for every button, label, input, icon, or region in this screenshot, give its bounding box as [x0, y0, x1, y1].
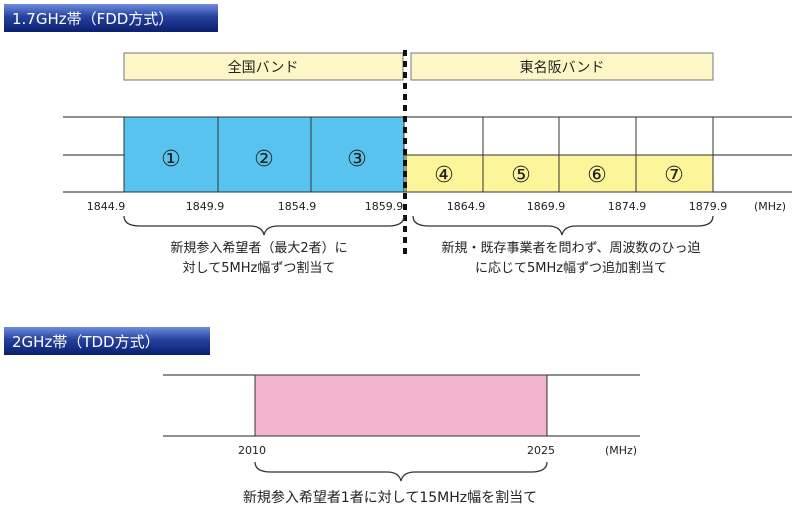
block-number-3: ③	[347, 147, 367, 172]
tdd-block	[254, 374, 548, 437]
block-7	[635, 154, 714, 193]
note-national-line-2: 対して5MHz幅ずつ割当て	[183, 260, 336, 276]
fdd-section-header: 1.7GHz帯（FDD方式）	[4, 4, 218, 32]
tdd-section-header: 2GHz帯（TDD方式）	[4, 327, 210, 355]
block-6	[558, 154, 637, 193]
block-number-4: ④	[434, 163, 454, 188]
freq-label: 1854.9	[278, 200, 317, 213]
fdd-yellow-blocks	[405, 154, 714, 193]
band-national-label-box: 全国バンド	[123, 52, 404, 81]
fdd-unit-label: (MHz)	[754, 200, 786, 213]
band-national-label: 全国バンド	[228, 59, 299, 76]
fdd-notes: 新規参入希望者（最大2者）に 対して5MHz幅ずつ割当て 新規・既存事業者を問わ…	[170, 240, 700, 276]
freq-label: 1864.9	[447, 200, 486, 213]
freq-label: 2025	[527, 444, 555, 457]
block-number-2: ②	[254, 147, 274, 172]
block-2	[217, 116, 312, 193]
fdd-frequency-labels: 1844.9 1849.9 1854.9 1859.9 1864.9 1869.…	[87, 200, 786, 213]
tdd-frequency-labels: 2010 2025 (MHz)	[238, 444, 637, 457]
tdd-section-title: 2GHz帯（TDD方式）	[12, 333, 160, 351]
freq-label: 1874.9	[608, 200, 647, 213]
block-number-7: ⑦	[664, 163, 684, 188]
tdd-note: 新規参入希望者1者に対して15MHz幅を割当て	[243, 489, 537, 506]
fdd-regional-columns	[482, 117, 714, 155]
note-regional-line-1: 新規・既存事業者を問わず、周波数のひっ迫	[441, 240, 700, 256]
block-numbers: ① ② ③ ④ ⑤ ⑥ ⑦	[161, 147, 684, 188]
block-number-6: ⑥	[587, 163, 607, 188]
freq-label: 1859.9	[365, 200, 404, 213]
fdd-section-title: 1.7GHz帯（FDD方式）	[12, 10, 173, 28]
note-national-line-1: 新規参入希望者（最大2者）に	[170, 240, 347, 256]
fdd-blue-blocks	[123, 116, 405, 193]
brace-national	[123, 215, 405, 236]
block-5	[482, 154, 560, 193]
freq-label: 1844.9	[87, 200, 126, 213]
note-regional-line-2: に応じて5MHz幅ずつ追加割当て	[475, 260, 667, 276]
brace-tdd	[254, 461, 548, 482]
band-regional-label: 東名阪バンド	[520, 60, 605, 76]
freq-label: 1869.9	[527, 200, 566, 213]
freq-label: 1879.9	[689, 200, 728, 213]
block-number-5: ⑤	[511, 163, 531, 188]
freq-label: 1849.9	[186, 200, 225, 213]
block-number-1: ①	[161, 147, 181, 172]
brace-regional	[412, 215, 714, 236]
freq-label: 2010	[238, 444, 266, 457]
band-regional-label-box: 東名阪バンド	[410, 52, 714, 81]
block-3	[310, 116, 405, 193]
tdd-unit-label: (MHz)	[605, 444, 637, 457]
